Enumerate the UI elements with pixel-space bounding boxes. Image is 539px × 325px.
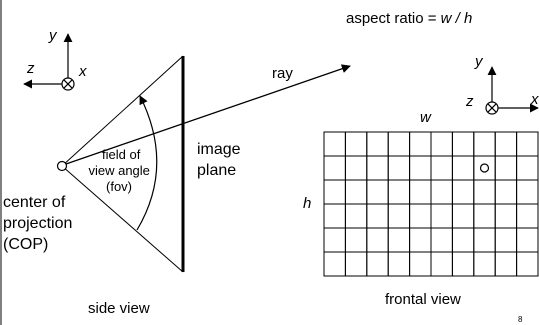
frustum-upper-edge bbox=[61, 55, 184, 167]
grid-cell bbox=[494, 251, 518, 277]
grid-cell bbox=[366, 131, 389, 157]
grid-cell bbox=[344, 203, 368, 229]
grid-cell bbox=[430, 179, 453, 205]
grid-cell bbox=[430, 227, 453, 253]
cop-label-line-2: projection bbox=[3, 215, 72, 232]
left-y-label: y bbox=[48, 27, 58, 44]
grid-cell bbox=[366, 251, 389, 277]
grid-cell bbox=[344, 227, 368, 253]
grid-cell bbox=[451, 251, 475, 277]
grid-cell bbox=[451, 227, 475, 253]
grid-cell bbox=[366, 155, 389, 181]
grid-cell bbox=[323, 251, 346, 277]
right-y-label: y bbox=[474, 53, 484, 70]
page-number: 8 bbox=[518, 315, 523, 324]
grid-cell bbox=[323, 155, 346, 181]
grid-cell bbox=[387, 131, 411, 157]
side-view-frustum bbox=[56, 55, 185, 273]
grid-cell bbox=[366, 203, 389, 229]
grid-height-label: h bbox=[303, 195, 311, 212]
grid-cell bbox=[430, 203, 453, 229]
grid-cell bbox=[409, 251, 432, 277]
grid-cell bbox=[516, 155, 539, 181]
grid-cell bbox=[387, 251, 411, 277]
grid-cell bbox=[494, 179, 518, 205]
image-plane-label-line-2: plane bbox=[197, 162, 236, 179]
grid-cell bbox=[323, 131, 346, 157]
grid-cell bbox=[409, 227, 432, 253]
grid-cell bbox=[430, 131, 453, 157]
grid-cell bbox=[323, 179, 346, 205]
cop-label-line-3: (COP) bbox=[3, 236, 48, 253]
grid-cell bbox=[494, 131, 518, 157]
grid-cell bbox=[387, 155, 411, 181]
grid-cell bbox=[494, 227, 518, 253]
grid-cell bbox=[473, 227, 496, 253]
side-view-label: side view bbox=[88, 300, 150, 317]
fov-arc bbox=[136, 95, 158, 231]
fov-label-line-2: view angle bbox=[88, 163, 149, 178]
grid-cell bbox=[430, 155, 453, 181]
frontal-view-label: frontal view bbox=[385, 291, 461, 308]
grid-cell bbox=[366, 227, 389, 253]
grid-width-label: w bbox=[420, 109, 432, 126]
grid-cell bbox=[451, 155, 475, 181]
grid-cell bbox=[494, 203, 518, 229]
grid-cell bbox=[409, 179, 432, 205]
image-grid bbox=[323, 131, 539, 277]
right-x-label: x bbox=[530, 91, 539, 108]
grid-cell bbox=[344, 251, 368, 277]
cop-label: center of projection (COP) bbox=[3, 194, 77, 253]
grid-cell bbox=[323, 203, 346, 229]
grid-cell bbox=[409, 131, 432, 157]
grid-cell bbox=[387, 227, 411, 253]
grid-cell bbox=[516, 227, 539, 253]
grid-cell bbox=[516, 203, 539, 229]
left-z-label: z bbox=[26, 60, 35, 77]
grid-cell bbox=[473, 131, 496, 157]
ray-label: ray bbox=[272, 65, 293, 82]
image-plane-label-line-1: image bbox=[197, 141, 241, 158]
grid-cell bbox=[516, 251, 539, 277]
grid-cell bbox=[409, 203, 432, 229]
grid-cell bbox=[344, 179, 368, 205]
right-z-label: z bbox=[465, 93, 474, 110]
image-plane-label: image plane bbox=[197, 141, 245, 179]
grid-cell bbox=[344, 131, 368, 157]
grid-cell bbox=[516, 179, 539, 205]
cop-label-line-1: center of bbox=[3, 194, 66, 211]
grid-cell bbox=[473, 203, 496, 229]
grid-cell bbox=[451, 203, 475, 229]
frustum-lower-edge bbox=[61, 165, 184, 273]
fov-label: field of view angle (fov) bbox=[88, 147, 153, 194]
grid-cell bbox=[451, 131, 475, 157]
grid-cell bbox=[473, 179, 496, 205]
aspect-ratio-label: aspect ratio = w / h bbox=[346, 10, 472, 27]
grid-cell bbox=[451, 179, 475, 205]
grid-cell bbox=[473, 251, 496, 277]
grid-cell bbox=[516, 131, 539, 157]
left-x-label: x bbox=[78, 63, 87, 80]
grid-cell bbox=[409, 155, 432, 181]
fov-label-line-1: field of bbox=[102, 147, 141, 162]
grid-cell bbox=[387, 203, 411, 229]
grid-cell bbox=[494, 155, 518, 181]
grid-cell bbox=[366, 179, 389, 205]
right-axes: y z x bbox=[465, 53, 539, 115]
cop-point bbox=[56, 160, 68, 172]
grid-cell bbox=[387, 179, 411, 205]
left-axes: y z x bbox=[23, 27, 87, 91]
grid-cell bbox=[344, 155, 368, 181]
grid-marked-pixel bbox=[479, 163, 490, 173]
ray-arrow bbox=[65, 64, 351, 165]
grid-cell bbox=[323, 227, 346, 253]
fov-label-line-3: (fov) bbox=[106, 179, 132, 194]
grid-cell bbox=[430, 251, 453, 277]
